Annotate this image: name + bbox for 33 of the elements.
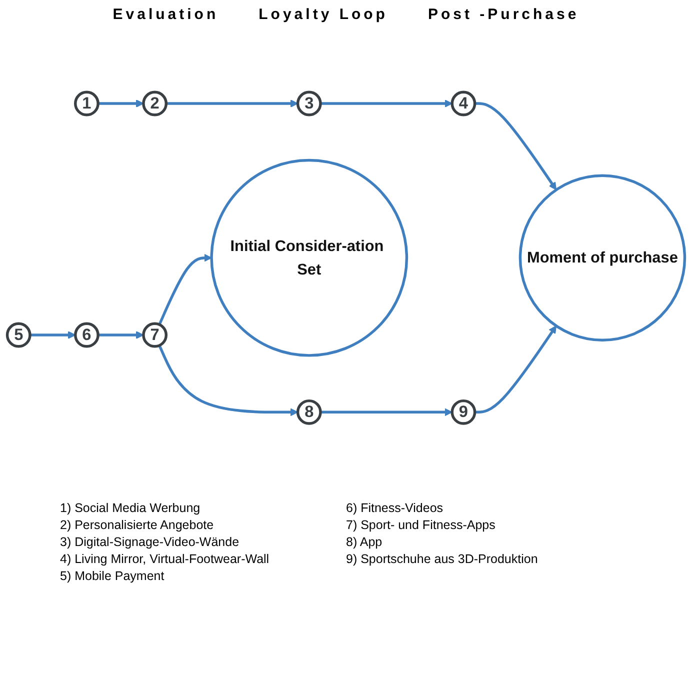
phase-label: Evaluation <box>112 6 219 23</box>
legend-item: 2) Personalisierte Angebote <box>60 518 215 532</box>
node-circle: 3 <box>296 90 322 116</box>
arrow <box>158 345 298 416</box>
legend-item: 1) Social Media Werbung <box>60 501 202 515</box>
node-circle: Moment of purchase <box>518 174 686 342</box>
arrow <box>166 100 298 108</box>
node-circle: 8 <box>296 400 322 426</box>
node-circle: 7 <box>142 322 168 348</box>
phase-label: Loyalty Loop <box>258 6 388 23</box>
arrow <box>474 102 557 190</box>
node-circle: 5 <box>6 322 32 348</box>
node-circle: Initial Consider-ation Set <box>210 159 408 357</box>
arrow <box>98 331 144 340</box>
arrow <box>474 326 557 414</box>
legend-item: 8) App <box>346 535 384 549</box>
arrow <box>320 408 452 416</box>
legend-item: 5) Mobile Payment <box>60 569 166 583</box>
node-circle: 4 <box>450 90 476 116</box>
node-circle: 2 <box>142 90 168 116</box>
arrow <box>30 331 76 340</box>
arrow <box>98 100 144 108</box>
node-circle: 6 <box>74 322 100 348</box>
legend-item: 6) Fitness-Videos <box>346 501 444 515</box>
arrow <box>320 100 452 108</box>
legend-item: 3) Digital-Signage-Video-Wände <box>60 535 240 549</box>
phase-label: Post -Purchase <box>428 6 580 23</box>
node-circle: 1 <box>74 90 100 116</box>
arrow <box>158 254 212 326</box>
legend-item: 4) Living Mirror, Virtual-Footwear-Wall <box>60 552 270 566</box>
node-circle: 9 <box>450 400 476 426</box>
legend-item: 9) Sportschuhe aus 3D-Produktion <box>346 552 539 566</box>
legend-item: 7) Sport- und Fitness-Apps <box>346 518 496 532</box>
